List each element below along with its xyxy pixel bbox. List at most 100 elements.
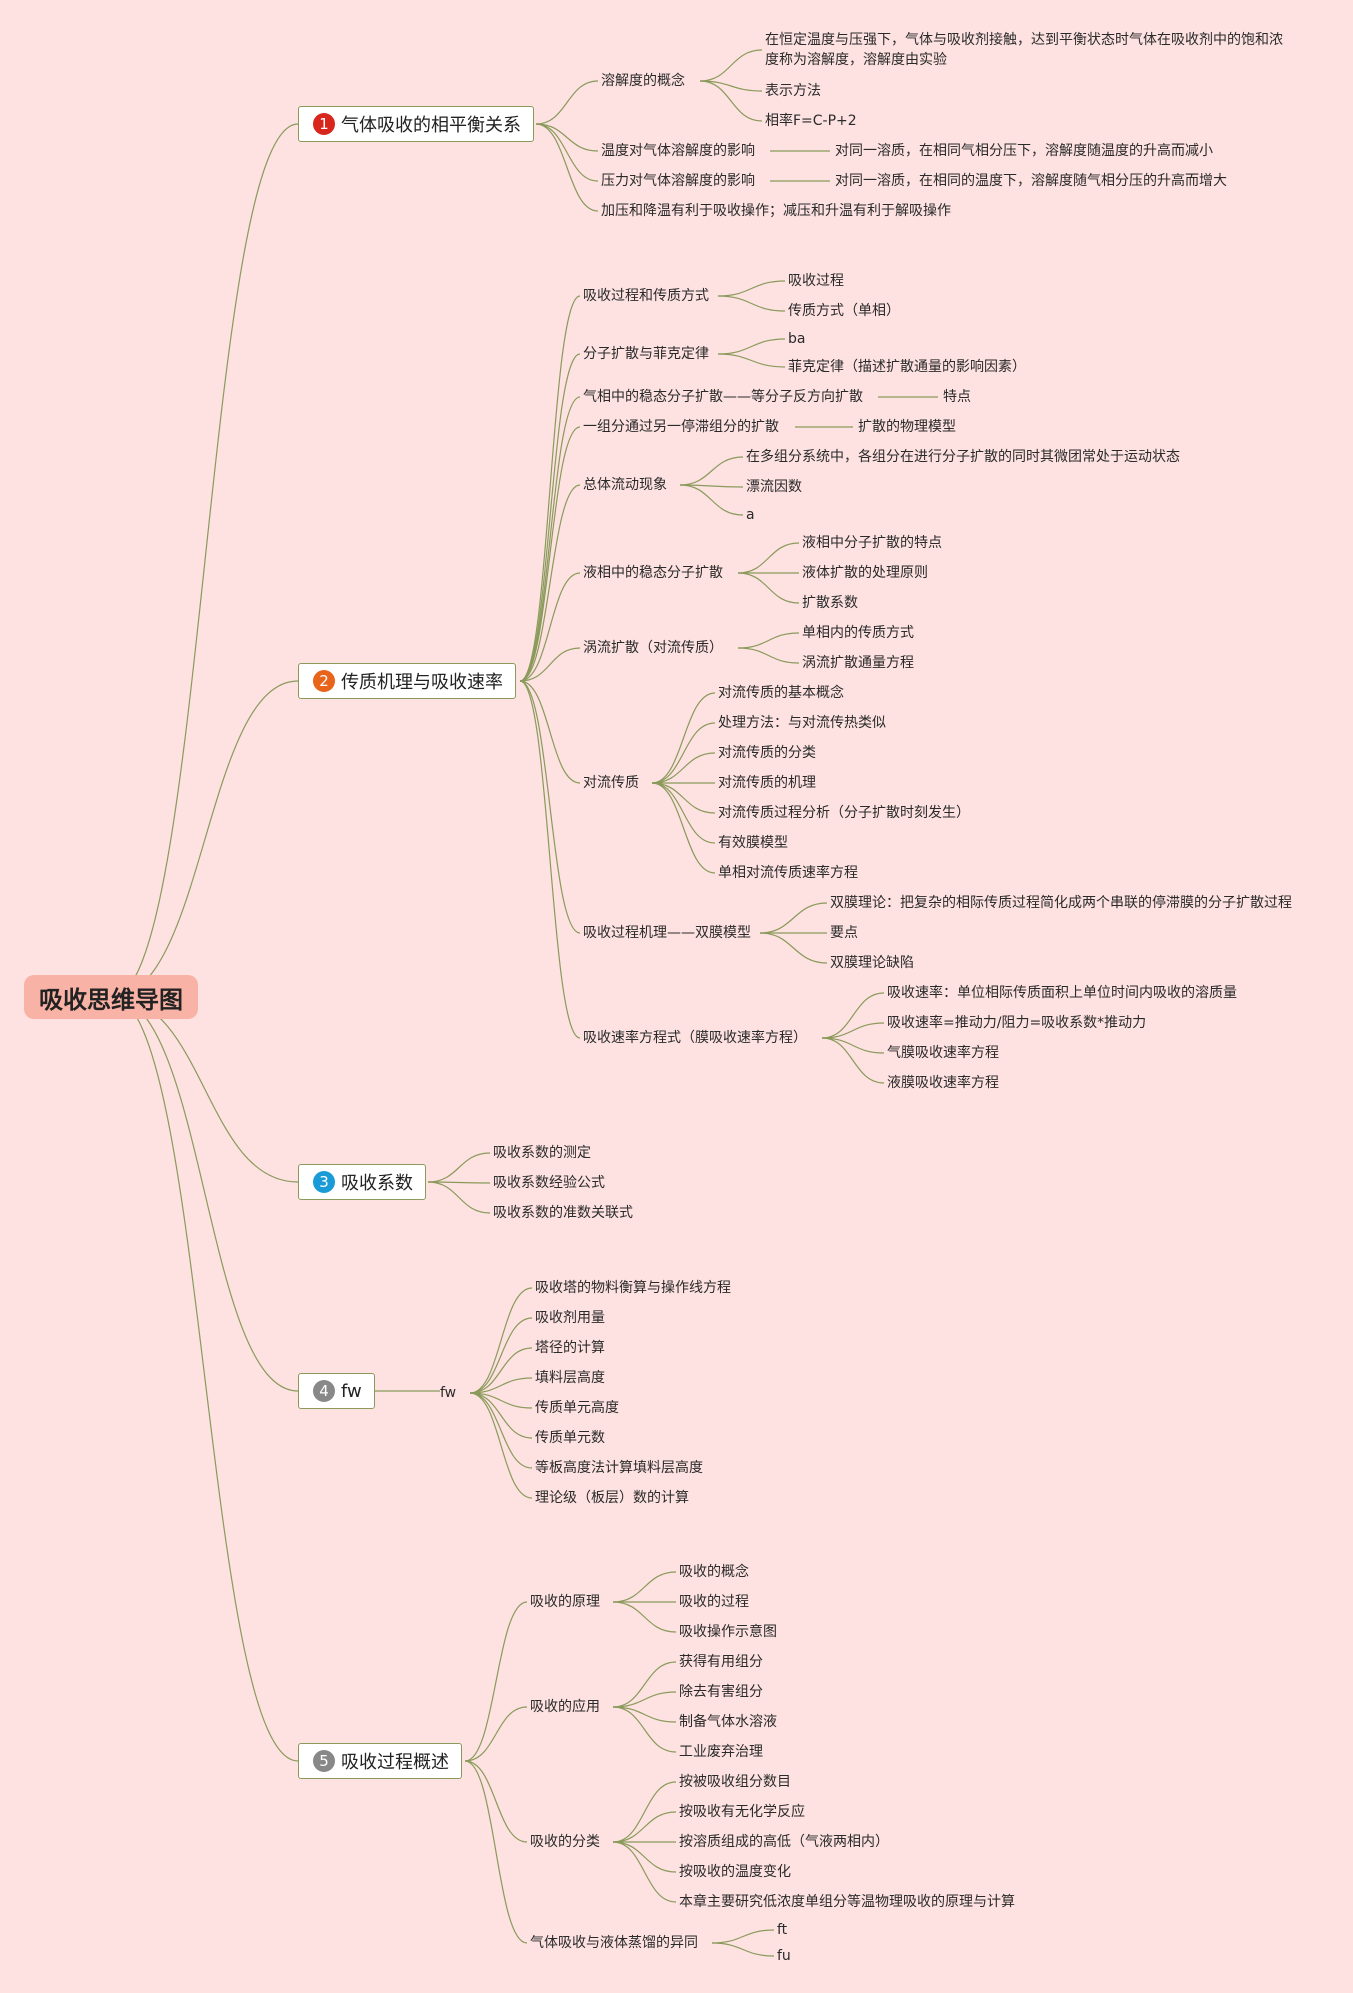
leaf-topic[interactable]: 在多组分系统中，各组分在进行分子扩散的同时其微团常处于运动状态 <box>746 449 1180 465</box>
leaf-topic[interactable]: 工业废弃治理 <box>679 1744 763 1760</box>
subtopic[interactable]: 吸收系数的准数关联式 <box>493 1205 633 1221</box>
leaf-topic[interactable]: 扩散系数 <box>802 595 858 611</box>
leaf-topic[interactable]: 传质单元数 <box>535 1430 605 1446</box>
connector-line <box>612 1571 677 1603</box>
leaf-topic[interactable]: ba <box>788 331 806 347</box>
leaf-topic[interactable]: 扩散的物理模型 <box>858 419 956 435</box>
leaf-topic[interactable]: 液相中分子扩散的特点 <box>802 535 942 551</box>
leaf-topic[interactable]: 单相内的传质方式 <box>802 625 914 641</box>
subtopic[interactable]: 总体流动现象 <box>583 477 667 493</box>
leaf-topic[interactable]: 对同一溶质，在相同的温度下，溶解度随气相分压的升高而增大 <box>835 173 1227 189</box>
leaf-topic[interactable]: 吸收剂用量 <box>535 1310 605 1326</box>
leaf-topic[interactable]: 按吸收的温度变化 <box>679 1864 791 1880</box>
leaf-topic[interactable]: 吸收速率=推动力/阻力=吸收系数*推动力 <box>887 1015 1147 1031</box>
leaf-topic[interactable]: 吸收的概念 <box>679 1564 749 1580</box>
subtopic[interactable]: 溶解度的概念 <box>601 73 685 89</box>
connector-line <box>612 1781 677 1843</box>
subtopic[interactable]: 吸收系数的测定 <box>493 1145 591 1161</box>
connector-line <box>759 902 828 934</box>
connector-line <box>535 123 599 182</box>
leaf-topic[interactable]: 漂流因数 <box>746 479 802 495</box>
connector-line <box>679 456 744 486</box>
leaf-topic[interactable]: 按溶质组成的高低（气液两相内） <box>679 1834 889 1850</box>
leaf-topic[interactable]: 吸收操作示意图 <box>679 1624 777 1640</box>
subtopic[interactable]: 吸收过程机理——双膜模型 <box>583 925 751 941</box>
leaf-topic[interactable]: 特点 <box>943 389 971 405</box>
leaf-topic[interactable]: 对同一溶质，在相同气相分压下，溶解度随温度的升高而减小 <box>835 143 1213 159</box>
leaf-topic[interactable]: 吸收过程 <box>788 273 844 289</box>
leaf-topic[interactable]: 对流传质过程分析（分子扩散时刻发生） <box>718 805 970 821</box>
subtopic[interactable]: 气相中的稳态分子扩散——等分子反方向扩散 <box>583 389 863 405</box>
topic-absorption-overview[interactable]: 5 吸收过程概述 <box>298 1743 462 1779</box>
subtopic[interactable]: 吸收的原理 <box>530 1594 600 1610</box>
leaf-topic[interactable]: 吸收速率：单位相际传质面积上单位时间内吸收的溶质量 <box>887 985 1237 1001</box>
leaf-topic[interactable]: 吸收塔的物料衡算与操作线方程 <box>535 1280 731 1296</box>
leaf-topic[interactable]: 按被吸收组分数目 <box>679 1774 791 1790</box>
connector-line <box>535 123 599 212</box>
leaf-topic[interactable]: 塔径的计算 <box>535 1340 605 1356</box>
topic-fw[interactable]: 4 fw <box>298 1373 375 1409</box>
connector-line <box>469 1287 533 1394</box>
leaf-topic[interactable]: 有效膜模型 <box>718 835 788 851</box>
leaf-topic[interactable]: 双膜理论缺陷 <box>830 955 914 971</box>
leaf-topic[interactable]: 气膜吸收速率方程 <box>887 1045 999 1061</box>
leaf-topic[interactable]: 按吸收有无化学反应 <box>679 1804 805 1820</box>
connector-line <box>469 1377 533 1394</box>
subtopic[interactable]: 气体吸收与液体蒸馏的异同 <box>530 1935 698 1951</box>
leaf-topic[interactable]: 双膜理论：把复杂的相际传质过程简化成两个串联的停滞膜的分子扩散过程 <box>830 895 1292 911</box>
subtopic[interactable]: 吸收的应用 <box>530 1699 600 1715</box>
leaf-topic[interactable]: 传质方式（单相） <box>788 303 900 319</box>
leaf-topic[interactable]: 填料层高度 <box>535 1370 605 1386</box>
connector-line <box>651 722 716 784</box>
subtopic[interactable]: 涡流扩散（对流传质） <box>583 640 723 656</box>
leaf-topic[interactable]: 液体扩散的处理原则 <box>802 565 928 581</box>
leaf-topic[interactable]: 吸收的过程 <box>679 1594 749 1610</box>
subtopic[interactable]: 液相中的稳态分子扩散 <box>583 565 723 581</box>
subtopic[interactable]: 吸收系数经验公式 <box>493 1175 605 1191</box>
subtopic[interactable]: 吸收速率方程式（膜吸收速率方程） <box>583 1030 807 1046</box>
subtopic[interactable]: 吸收过程和传质方式 <box>583 288 709 304</box>
connector-line <box>469 1317 533 1394</box>
leaf-topic[interactable]: 要点 <box>830 925 858 941</box>
topic-absorption-coefficient[interactable]: 3 吸收系数 <box>298 1164 426 1200</box>
leaf-topic[interactable]: 相率F=C-P+2 <box>765 113 857 129</box>
subtopic[interactable]: fw <box>440 1385 457 1401</box>
connector-line <box>612 1661 677 1708</box>
leaf-topic[interactable]: 获得有用组分 <box>679 1654 763 1670</box>
leaf-topic[interactable]: 本章主要研究低浓度单组分等温物理吸收的原理与计算 <box>679 1894 1015 1910</box>
leaf-topic[interactable]: 对流传质的基本概念 <box>718 685 844 701</box>
leaf-topic[interactable]: 在恒定温度与压强下，气体与吸收剂接触，达到平衡状态时气体在吸收剂中的饱和浓度称为… <box>765 32 1283 68</box>
leaf-topic[interactable]: 表示方法 <box>765 83 821 99</box>
topic-phase-equilibrium[interactable]: 1 气体吸收的相平衡关系 <box>298 106 534 142</box>
root-topic[interactable]: 吸收思维导图 <box>24 975 198 1019</box>
leaf-topic[interactable]: 对流传质的分类 <box>718 745 816 761</box>
leaf-topic[interactable]: 制备气体水溶液 <box>679 1714 777 1730</box>
leaf-topic[interactable]: 液膜吸收速率方程 <box>887 1075 999 1091</box>
connector-line <box>717 353 786 368</box>
leaf-topic[interactable]: a <box>746 507 755 523</box>
subtopic[interactable]: 对流传质 <box>583 775 639 791</box>
leaf-topic[interactable]: 等板高度法计算填料层高度 <box>535 1460 703 1476</box>
leaf-topic[interactable]: 除去有害组分 <box>679 1684 763 1700</box>
leaf-topic[interactable]: 单相对流传质速率方程 <box>718 865 858 881</box>
subtopic[interactable]: 温度对气体溶解度的影响 <box>601 143 755 159</box>
topic-mass-transfer[interactable]: 2 传质机理与吸收速率 <box>298 663 516 699</box>
leaf-topic[interactable]: ft <box>777 1922 788 1938</box>
connector-line <box>612 1841 677 1903</box>
subtopic[interactable]: 分子扩散与菲克定律 <box>583 346 709 362</box>
connector-line <box>651 782 716 844</box>
subtopic[interactable]: 一组分通过另一停滞组分的扩散 <box>583 419 779 435</box>
subtopic[interactable]: 压力对气体溶解度的影响 <box>601 173 755 189</box>
leaf-topic[interactable]: 处理方法：与对流传热类似 <box>718 715 886 731</box>
leaf-topic[interactable]: 理论级（板层）数的计算 <box>535 1490 689 1506</box>
subtopic[interactable]: 加压和降温有利于吸收操作；减压和升温有利于解吸操作 <box>601 203 951 219</box>
leaf-topic[interactable]: 传质单元高度 <box>535 1400 619 1416</box>
leaf-topic[interactable]: 涡流扩散通量方程 <box>802 655 914 671</box>
leaf-topic[interactable]: fu <box>777 1948 791 1964</box>
number-badge: 1 <box>313 113 335 135</box>
leaf-topic[interactable]: 菲克定律（描述扩散通量的影响因素） <box>788 359 1026 375</box>
leaf-topic[interactable]: 对流传质的机理 <box>718 775 816 791</box>
connector-line <box>699 80 763 92</box>
connector-line <box>519 426 581 682</box>
subtopic[interactable]: 吸收的分类 <box>530 1834 600 1850</box>
